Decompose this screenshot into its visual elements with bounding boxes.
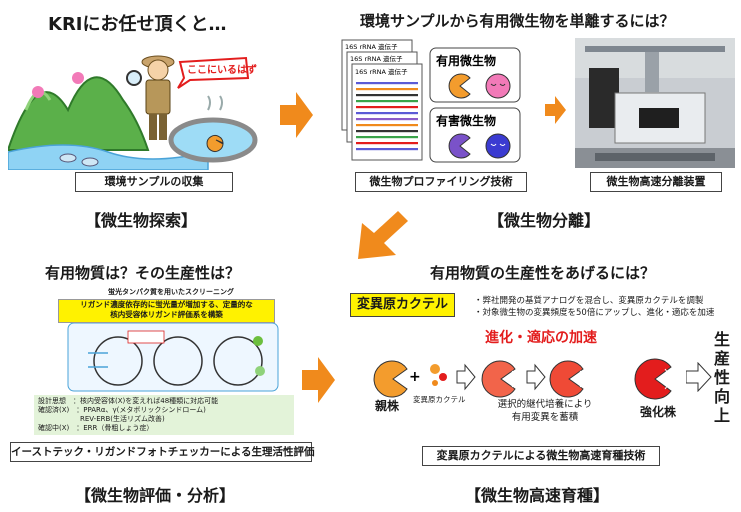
- q2-title: 環境サンプルから有用微生物を単離するには？: [360, 12, 675, 30]
- inset-note-4: 確認中(X) ：ERR（骨粗しょう症）: [38, 424, 154, 432]
- pink-microbe-icon: [32, 86, 44, 98]
- device-photo: [575, 38, 735, 168]
- useful-label: 有用微生物: [436, 53, 496, 68]
- profiling-diagram: 16S rRNA 遺伝子 16S rRNA 遺伝子 16S rRNA 遺伝子 有…: [341, 39, 521, 163]
- productivity-vertical: 生産性向上: [714, 330, 731, 425]
- harmful-microbe-1: [448, 133, 471, 159]
- parent-label: 親株: [375, 399, 400, 413]
- mid-strain-1-icon: [481, 360, 516, 398]
- passage-text: 選択的継代培養により 有用変異を蓄積: [485, 398, 605, 424]
- q1-speech: ここにいるはず！: [187, 63, 258, 76]
- passage-line-2: 有用変異を蓄積: [511, 412, 579, 423]
- arrow-right-small: [545, 96, 566, 124]
- inset-note-2: 確認済(X) ：PPARα、γ(メタボリックシンドローム): [38, 406, 206, 414]
- gene-label-1: 16S rRNA 遺伝子: [345, 42, 398, 51]
- q1-section: 【微生物探索】: [85, 211, 198, 230]
- inset-banner: リガンド濃度依存的に蛍光量が増加する、定量的な 核内受容体リガンド評価系を構築: [58, 299, 275, 323]
- harmful-microbe-2: [485, 133, 511, 159]
- inset-title: 蛍光タンパク質を用いたスクリーニング: [108, 288, 234, 296]
- mutagen-icon: [430, 364, 440, 374]
- inset-banner-line-1: リガンド濃度依存的に蛍光量が増加する、定量的な: [80, 300, 253, 309]
- q4-bullet-1: ・弊社開発の基質アナログを混合し、変異原カクテルを調製: [474, 296, 704, 306]
- arrow-right-1: [280, 92, 313, 138]
- q3-section: 【微生物評価・分析】: [75, 486, 236, 505]
- q2-caption-profiling: 微生物プロファイリング技術: [355, 172, 527, 192]
- inset-note-1: 設計思想 ：核内受容体(X)を変えれば48種類に対応可能: [38, 397, 219, 405]
- parent-strain-icon: [373, 360, 408, 398]
- useful-microbe-1: [448, 73, 471, 99]
- q3-inset: 蛍光タンパク質を用いたスクリーニング リガンド濃度依存的に蛍光量が増加する、定量…: [28, 287, 296, 437]
- gene-label-3: 16S rRNA 遺伝子: [355, 67, 408, 76]
- q4-bullet-2: ・対象微生物の変異頻度を50倍にアップし、進化・適応を加速: [474, 308, 715, 318]
- q2-caption-device: 微生物高速分離装置: [590, 172, 722, 192]
- q4-section: 【微生物高速育種】: [465, 486, 610, 505]
- gene-label-2: 16S rRNA 遺伝子: [350, 54, 403, 63]
- q3-caption: イーストテック・リガンドフォトチェッカーによる生理活性評価: [10, 442, 314, 462]
- evolution-title: 進化・適応の加速: [485, 330, 597, 346]
- inset-notes: 設計思想 ：核内受容体(X)を変えれば48種類に対応可能 確認済(X) ：PPA…: [34, 395, 294, 435]
- explorer-icon: [126, 55, 175, 140]
- passage-line-1: 選択的継代培養により: [497, 399, 593, 410]
- strong-label: 強化株: [640, 405, 677, 419]
- breeding-diagram: +: [373, 358, 672, 400]
- arrow-right-2: [302, 357, 335, 403]
- cocktail-label: 変異原カクテル: [350, 293, 456, 317]
- mid-strain-2-icon: [549, 360, 584, 398]
- mutagen-label: 変異原カクテル: [413, 395, 466, 404]
- q1-caption: 環境サンプルの収集: [75, 172, 233, 192]
- q1-illustration: ここにいるはず！: [8, 55, 258, 170]
- arrow-to-productivity: [686, 362, 712, 392]
- harmful-label: 有害微生物: [436, 113, 496, 128]
- orange-microbe-icon: [206, 135, 224, 152]
- q4-caption: 変異原カクテルによる微生物高速育種技術: [422, 446, 660, 466]
- q2-section: 【微生物分離】: [488, 211, 601, 230]
- inset-diagram: [67, 323, 279, 392]
- useful-microbe-2: [485, 73, 511, 99]
- q4-title: 有用物質の生産性をあげるには？: [430, 264, 656, 282]
- svg-text:+: +: [409, 369, 421, 385]
- inset-note-3: REV-ERB(生活リズム改善): [38, 415, 165, 423]
- q1-title: KRIにお任せ頂くと…: [48, 14, 227, 35]
- inset-banner-line-2: 核内受容体リガンド評価系を構築: [110, 310, 223, 319]
- strong-strain-icon: [634, 358, 672, 400]
- arrow-diagonal: [358, 211, 408, 259]
- q3-title: 有用物質は？その生産性は？: [45, 264, 241, 282]
